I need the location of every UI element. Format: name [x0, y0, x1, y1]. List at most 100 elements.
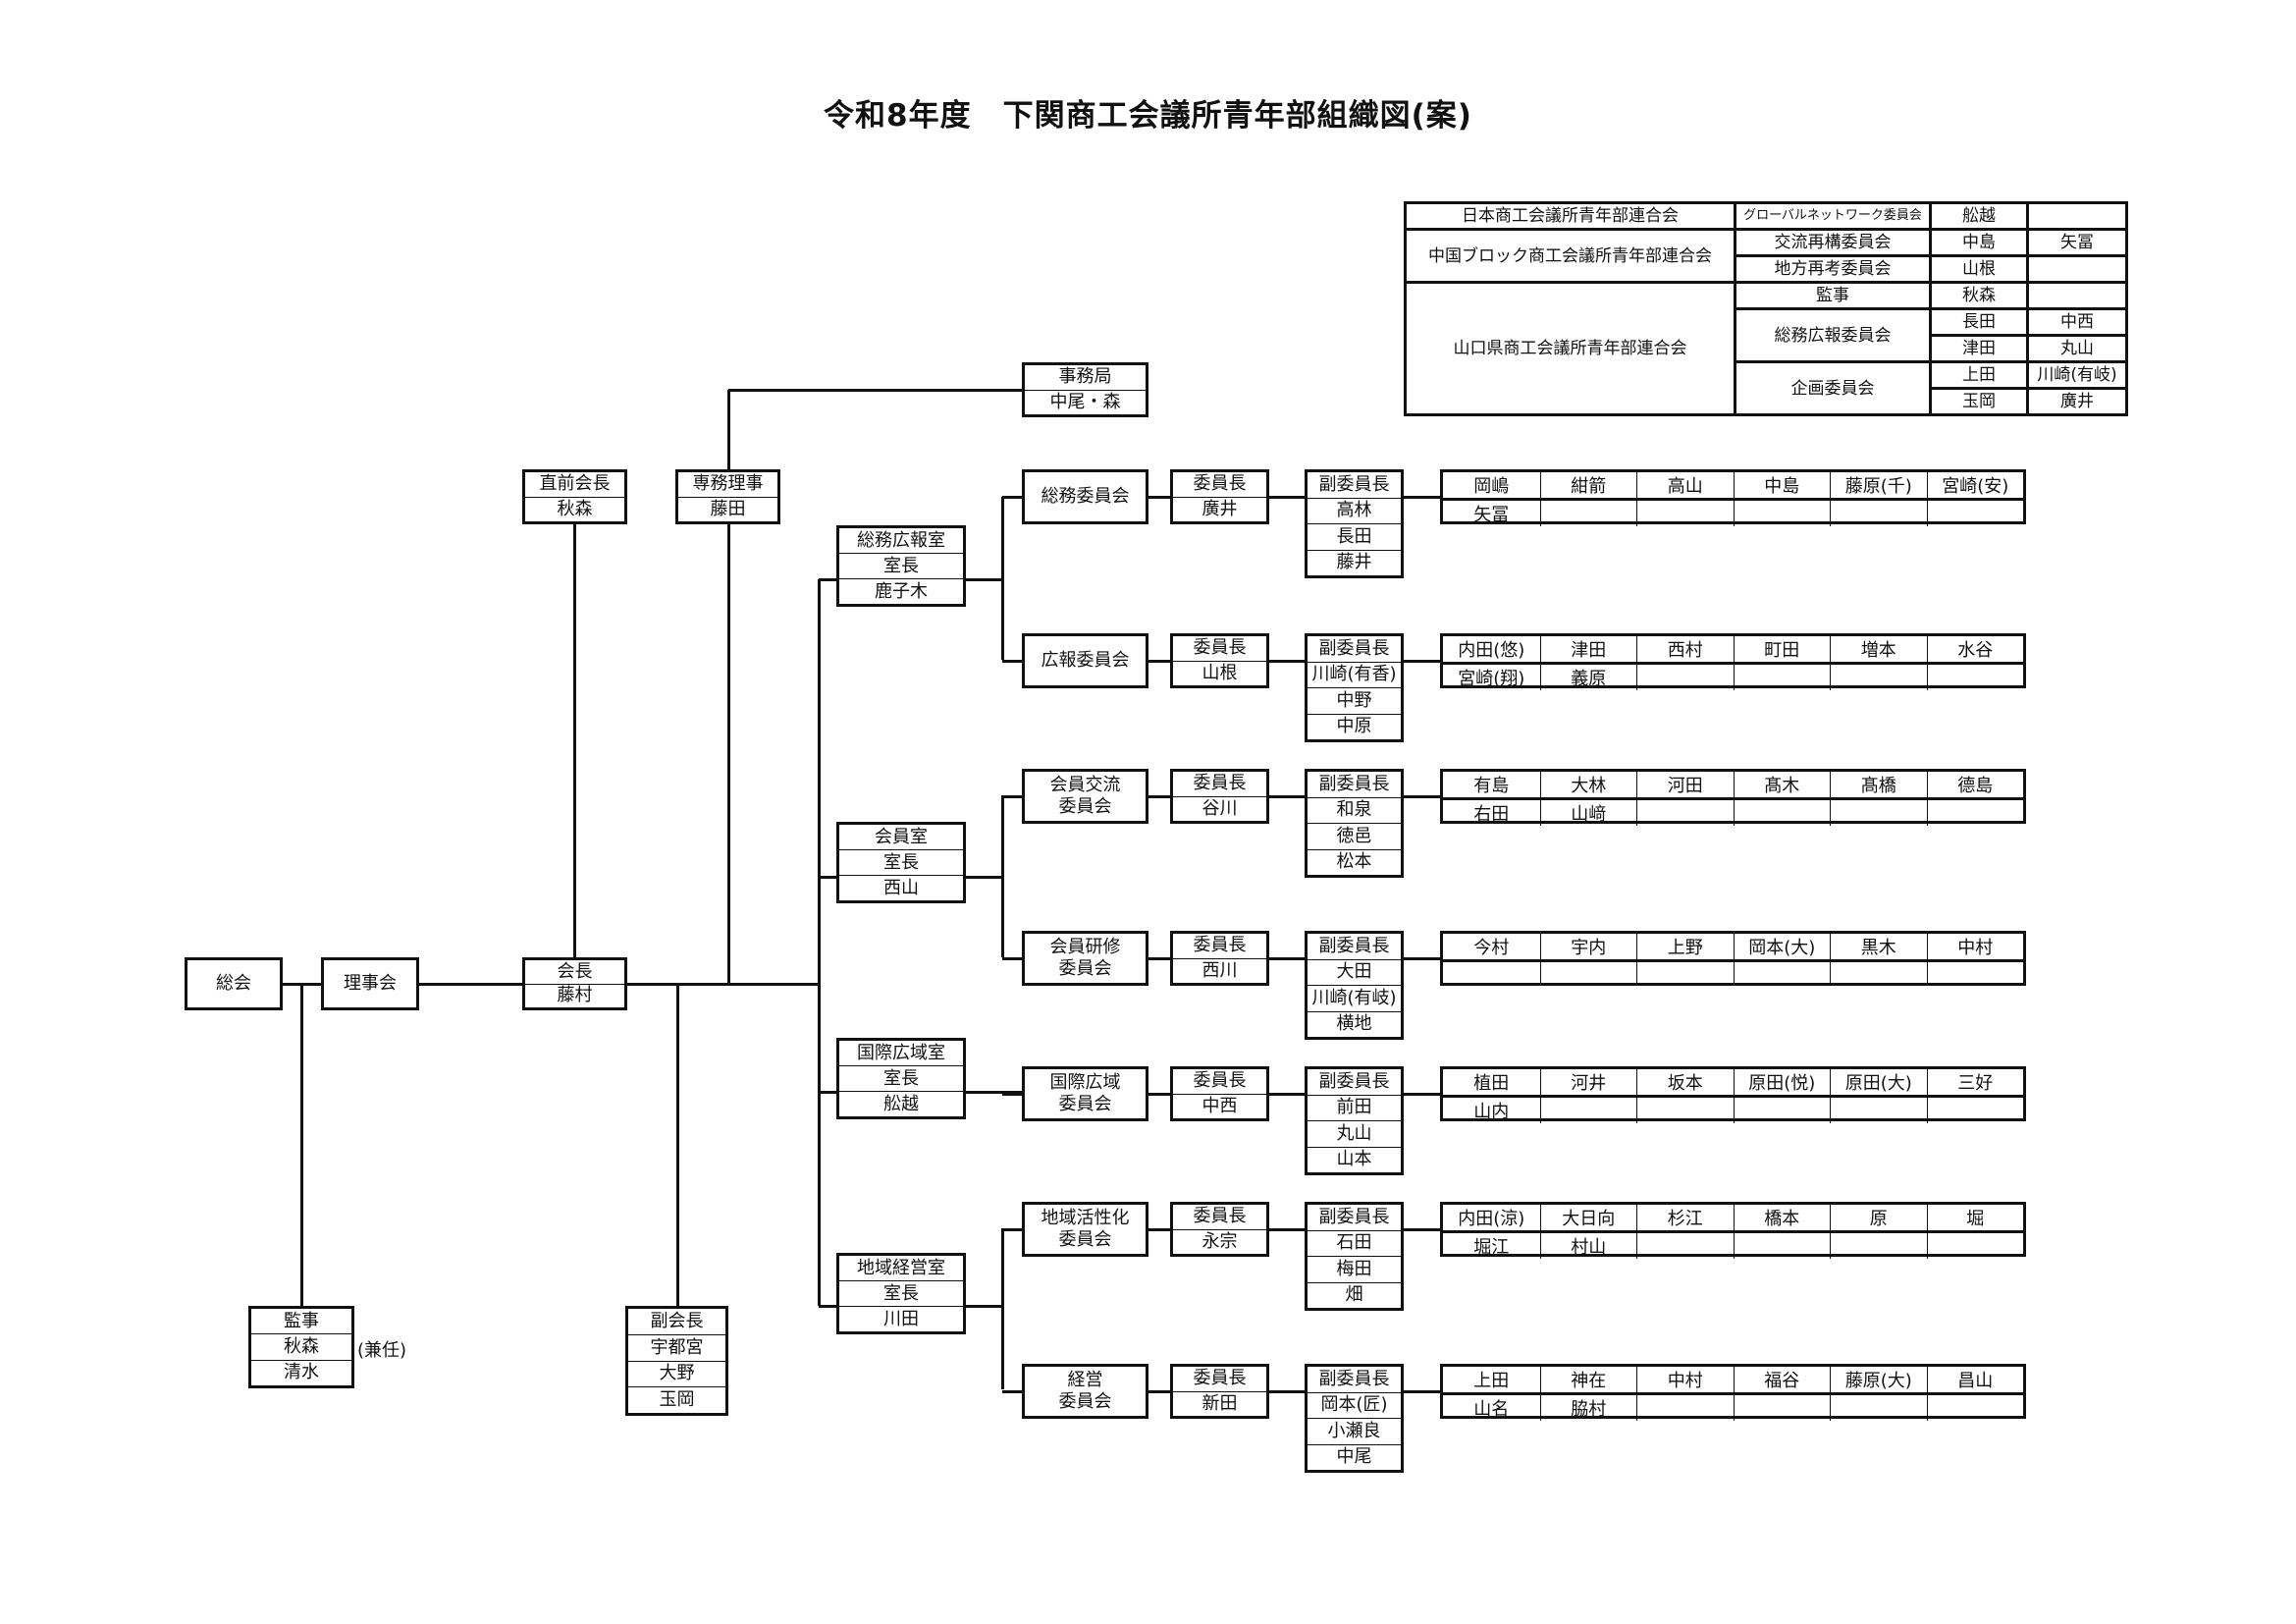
- box-cell: 高林: [1308, 497, 1401, 524]
- connector-line: [966, 876, 1002, 879]
- vice-chair-box: 副委員長石田梅田畑: [1305, 1202, 1404, 1311]
- member-cell: 原田(大): [1830, 1069, 1927, 1095]
- connector-line: [819, 1305, 836, 1308]
- connector-line: [1148, 957, 1170, 960]
- connector-line: [1269, 957, 1305, 960]
- box-cell: 大田: [1308, 958, 1401, 986]
- box-cell: 副委員長: [1318, 773, 1390, 794]
- member-cell: [1926, 1095, 2023, 1123]
- member-name: 津田: [1929, 335, 2029, 363]
- connector-line: [1269, 1390, 1305, 1393]
- connector-line: [966, 578, 1002, 581]
- box-cell: 委員長: [1193, 637, 1247, 659]
- box-cell: 地域経営室: [857, 1257, 945, 1278]
- connector-line: [1002, 795, 1022, 798]
- box-cell: 徳邑: [1308, 823, 1401, 849]
- member-cell: [1539, 1095, 1636, 1123]
- member-cell: [1636, 797, 1734, 826]
- member-cell: [1926, 797, 2023, 826]
- box-cell: 川崎(有香): [1308, 661, 1401, 688]
- box-cell: 藤田: [678, 496, 777, 522]
- box-cell: 中野: [1308, 687, 1401, 714]
- chair-box: 委員長永宗: [1170, 1202, 1269, 1257]
- connector-line: [1404, 496, 1440, 499]
- table-row: 総務広報委員会 長田 中西: [1406, 307, 2128, 363]
- auditor-note: (兼任): [357, 1340, 407, 1361]
- member-cell: 紺箭: [1539, 472, 1637, 498]
- org-name: 山口県商工会議所青年部連合会: [1404, 281, 1736, 416]
- member-cell: [1636, 959, 1734, 983]
- member-cell: 山﨑: [1539, 797, 1636, 826]
- member-cell: 河井: [1539, 1069, 1637, 1095]
- member-cell: 髙橋: [1830, 772, 1927, 797]
- box-cell: 監事: [284, 1310, 319, 1331]
- member-name: [2026, 254, 2128, 284]
- box-cell: 廣井: [1173, 496, 1266, 522]
- box-cell: 山本: [1308, 1146, 1401, 1173]
- member-cell: 堀江: [1443, 1230, 1540, 1259]
- room-box: 国際広域室室長舩越: [836, 1038, 966, 1119]
- box-cell: 清水: [251, 1359, 351, 1385]
- member-cell: 藤原(大): [1830, 1367, 1927, 1392]
- member-cell: 内田(涼): [1458, 1209, 1525, 1229]
- box-cell: 直前会長: [539, 473, 611, 495]
- box-cell: 舩越: [839, 1091, 963, 1116]
- vice-chair-box: 副委員長岡本(匠)小瀬良中尾: [1305, 1364, 1404, 1473]
- box-cell: 丸山: [1308, 1120, 1401, 1147]
- table-row: 日本商工会議所青年部連合会 グローバルネットワーク委員会 舩越: [1404, 201, 2128, 231]
- member-cell: 原田(悦): [1733, 1069, 1831, 1095]
- box-cell: 経営 委員会: [1058, 1370, 1112, 1412]
- committee-box: 会員交流 委員会: [1022, 769, 1148, 824]
- org-name: 中国ブロック商工会議所青年部連合会: [1404, 228, 1736, 284]
- vice-chairmen-box: 副会長宇都宮大野玉岡: [625, 1306, 728, 1416]
- member-cell: 義原: [1539, 662, 1636, 690]
- box-cell: 委員長: [1193, 935, 1247, 956]
- box-cell: 室長: [839, 849, 963, 875]
- box-cell: 総務委員会: [1041, 486, 1130, 507]
- table-row: 中国ブロック商工会議所青年部連合会 交流再構委員会 中島 矢冨: [1404, 228, 2128, 284]
- table-row: 山口県商工会議所青年部連合会 監事 秋森: [1404, 281, 2128, 416]
- member-name: 玉岡: [1929, 388, 2029, 416]
- member-cell: 今村: [1473, 938, 1510, 958]
- connector-line: [1269, 1228, 1305, 1231]
- member-cell: [1733, 662, 1830, 690]
- box-cell: 前田: [1308, 1094, 1401, 1121]
- box-cell: 事務局: [1058, 366, 1112, 388]
- executive-director-box: 専務理事藤田: [675, 469, 780, 524]
- members-grid: 上田神在中村福谷藤原(大)昌山山名脇村: [1440, 1364, 2026, 1421]
- box-cell: 副委員長: [1318, 637, 1390, 659]
- committee-name: 交流再構委員会: [1734, 228, 1932, 257]
- connector-line: [1001, 497, 1004, 660]
- connector-line: [1002, 496, 1022, 499]
- secretariat-box: 事務局中尾・森: [1022, 362, 1148, 417]
- member-cell: 原: [1830, 1205, 1927, 1230]
- member-cell: 神在: [1539, 1367, 1637, 1392]
- connector-line: [1148, 1390, 1170, 1393]
- member-cell: [1830, 1230, 1927, 1259]
- connector-line: [1269, 1093, 1305, 1096]
- member-cell: [1733, 797, 1830, 826]
- member-cell: [1926, 662, 2023, 690]
- box-cell: 理事会: [344, 973, 397, 994]
- vice-chair-box: 副委員長和泉徳邑松本: [1305, 769, 1404, 878]
- member-cell: [1830, 797, 1927, 826]
- member-cell: 髙木: [1733, 772, 1831, 797]
- member-cell: 大日向: [1539, 1205, 1637, 1230]
- box-cell: 川田: [839, 1306, 963, 1331]
- member-cell: 高山: [1636, 472, 1734, 498]
- member-cell: [1733, 498, 1830, 526]
- connector-line: [966, 1091, 1022, 1094]
- connector-line: [1148, 795, 1170, 798]
- member-cell: 堀: [1926, 1205, 2024, 1230]
- connector-line: [819, 1091, 836, 1094]
- member-cell: 上野: [1636, 934, 1734, 959]
- connector-line: [1148, 1228, 1170, 1231]
- chair-box: 委員長西川: [1170, 931, 1269, 986]
- connector-line: [1002, 1093, 1022, 1096]
- box-cell: 藤井: [1308, 549, 1401, 576]
- connector-line: [1001, 795, 1004, 957]
- member-cell: 村山: [1539, 1230, 1636, 1259]
- box-cell: 大野: [628, 1360, 725, 1387]
- members-grid: 岡嶋紺箭高山中島藤原(千)宮崎(安)矢冨: [1440, 469, 2026, 526]
- table-row: 津田 丸山: [1406, 335, 2128, 363]
